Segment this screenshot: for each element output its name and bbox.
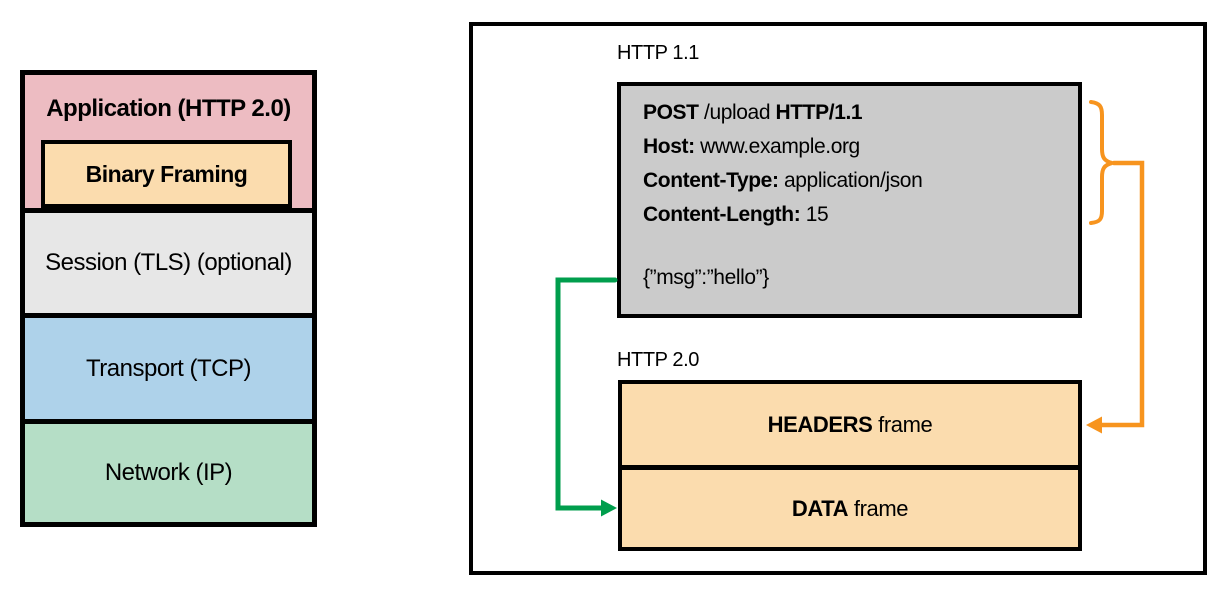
request-version: HTTP/1.1 [775, 101, 863, 124]
http-comparison-panel: HTTP 1.1 POST /upload HTTP/1.1 Host: www… [469, 22, 1207, 575]
content-type-value: application/json [778, 169, 923, 192]
headers-frame-label-bold: HEADERS [767, 411, 873, 437]
http2-frames-box: HEADERS frame DATA frame [618, 380, 1082, 551]
request-line-start: POST /upload HTTP/1.1 [643, 96, 1060, 130]
binary-framing-label: Binary Framing [85, 160, 248, 187]
http11-label: HTTP 1.1 [617, 42, 700, 64]
request-line-host: Host: www.example.org [643, 130, 1060, 164]
layer-network: Network (IP) [25, 419, 312, 522]
headers-frame-label: HEADERS frame [768, 412, 933, 438]
layer-application: Application (HTTP 2.0) Binary Framing [25, 75, 312, 208]
data-frame-label: DATA frame [791, 495, 909, 522]
request-line-content-type: Content-Type: application/json [643, 164, 1060, 198]
layer-session: Session (TLS) (optional) [25, 208, 312, 313]
http11-request-box: POST /upload HTTP/1.1 Host: www.example.… [617, 82, 1082, 318]
application-layer-label: Application (HTTP 2.0) [46, 95, 291, 122]
transport-layer-label: Transport (TCP) [86, 354, 251, 382]
http20-label: HTTP 2.0 [617, 349, 700, 371]
request-line-content-length: Content-Length: 15 [643, 198, 1060, 232]
content-length-value: 15 [800, 203, 829, 226]
host-header-key: Host: [643, 135, 695, 158]
request-body: {”msg”:”hello”} [643, 266, 769, 289]
layer-transport: Transport (TCP) [25, 313, 312, 419]
data-frame: DATA frame [622, 470, 1078, 547]
headers-frame: HEADERS frame [622, 384, 1078, 470]
data-frame-label-bold: DATA [791, 495, 849, 521]
request-path: /upload [698, 101, 776, 124]
request-method: POST [643, 101, 699, 124]
headers-frame-label-rest: frame [872, 411, 933, 437]
network-layer-label: Network (IP) [104, 459, 233, 486]
binary-framing-box: Binary Framing [41, 140, 292, 208]
session-layer-label: Session (TLS) (optional) [45, 249, 292, 276]
host-header-value: www.example.org [694, 135, 860, 158]
content-length-key: Content-Length: [643, 203, 801, 226]
protocol-stack: Application (HTTP 2.0) Binary Framing Se… [20, 70, 317, 527]
data-frame-label-rest: frame [848, 495, 909, 521]
content-type-key: Content-Type: [643, 169, 779, 192]
